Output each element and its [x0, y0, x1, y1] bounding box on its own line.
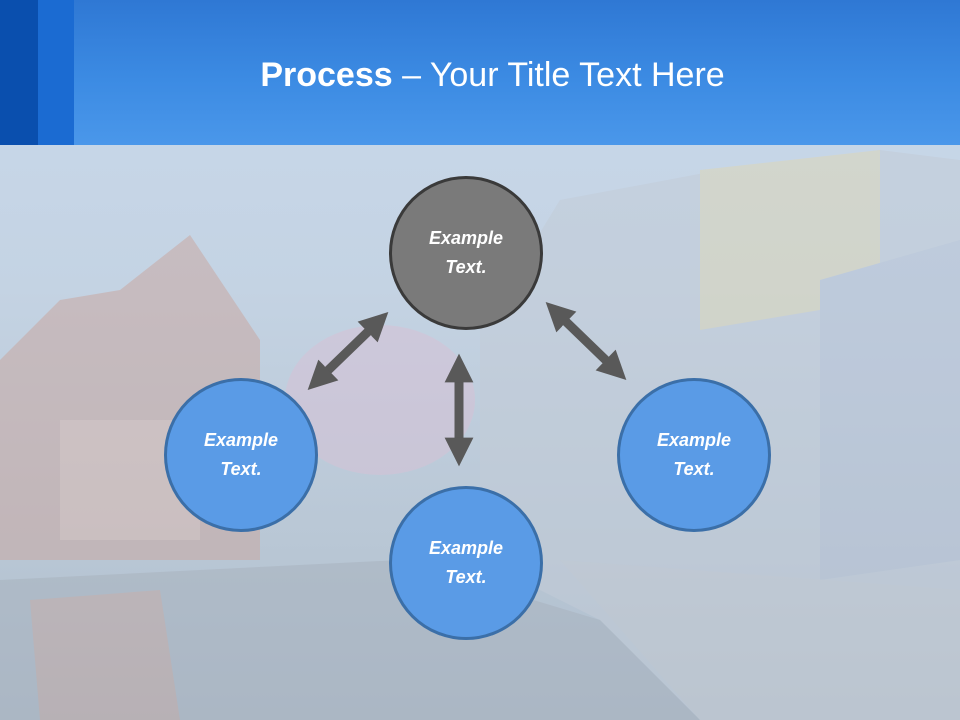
node-left-label: Example Text.	[203, 430, 279, 479]
title-bold: Process	[260, 56, 393, 94]
arrow-top-right	[545, 301, 627, 381]
slide-title: Process – Your Title Text Here	[0, 54, 960, 96]
title-rest: Your Title Text Here	[429, 56, 725, 94]
node-left: Example Text.	[164, 378, 318, 532]
node-top: Example Text.	[389, 176, 543, 330]
node-bottom: Example Text.	[389, 486, 543, 640]
title-stripe-dark	[0, 0, 38, 145]
title-dash: –	[392, 56, 430, 94]
node-right-label: Example Text.	[656, 430, 732, 479]
node-top-label: Example Text.	[428, 228, 504, 277]
node-bottom-label: Example Text.	[428, 538, 504, 587]
node-right: Example Text.	[617, 378, 771, 532]
title-stripe-mid	[38, 0, 74, 145]
arrow-top-left	[307, 311, 389, 391]
title-bar	[0, 0, 960, 145]
